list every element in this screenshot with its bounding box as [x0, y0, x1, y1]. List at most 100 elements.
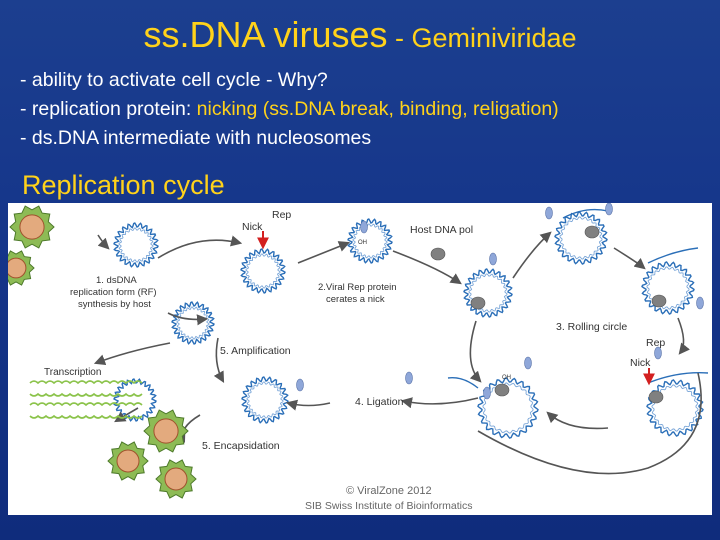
dna-circle — [641, 261, 695, 315]
dna-circle-inner — [482, 382, 534, 434]
dna-circle — [646, 379, 704, 437]
label-nick: Nick — [242, 221, 263, 233]
dna-circle-inner — [245, 253, 281, 289]
cycle-arrow — [93, 342, 171, 366]
host-dna-pol — [494, 383, 510, 397]
cycle-arrows-layer — [93, 231, 702, 475]
virus-capsid — [143, 409, 189, 453]
dna-circle-inner — [176, 306, 210, 340]
labels-layer: Rep Nick 1. dsDNA replication form (RF) … — [44, 209, 665, 512]
cycle-arrow — [400, 397, 479, 409]
cycle-arrow — [157, 235, 243, 259]
rep-protein — [605, 203, 613, 216]
bullet-list: - ability to activate cell cycle - Why? … — [20, 66, 710, 153]
rep-protein — [524, 356, 532, 370]
bullet-item: - ds.DNA intermediate with nucleosomes — [20, 124, 710, 153]
dna-circle — [347, 218, 393, 264]
dna-circle-inner — [651, 384, 699, 432]
host-dna-pol — [430, 247, 446, 261]
cycle-arrow — [213, 337, 225, 383]
label-step5: 5. Amplification — [220, 345, 291, 357]
dna-circle-inner — [118, 227, 154, 263]
cycle-arrow — [546, 411, 609, 430]
dna-circle-inner — [246, 381, 284, 419]
virus-capsid — [8, 250, 35, 286]
dna-circle — [463, 268, 513, 318]
dna-circle — [240, 248, 286, 294]
bullet-text: - ds.DNA intermediate with nucleosomes — [20, 127, 372, 149]
bullet-item: - replication protein: nicking (ss.DNA b… — [20, 95, 710, 124]
cycle-arrow — [677, 317, 690, 355]
bullet-text: - replication protein: — [20, 98, 197, 120]
ssdna-tail — [447, 377, 479, 389]
virus-capsid — [107, 441, 149, 481]
label-step2: 2.Viral Rep protein — [318, 282, 397, 293]
dna-circle — [113, 378, 157, 422]
cycle-arrow — [114, 407, 139, 423]
dna-circle — [477, 377, 539, 439]
label-step1: 1. dsDNA — [96, 275, 137, 286]
host-dna-pol — [651, 294, 667, 308]
cycle-arrow — [297, 241, 351, 264]
slide-title: ss.DNA viruses - Geminiviridae — [0, 14, 720, 56]
credit-line: © ViralZone 2012 — [346, 485, 432, 497]
label-step1: replication form (RF) — [70, 287, 157, 298]
cycle-arrow — [167, 312, 209, 326]
label-step4: 4. Ligation — [355, 396, 404, 408]
rep-protein — [483, 386, 491, 400]
dna-circle — [113, 222, 159, 268]
rep-protein — [545, 206, 553, 220]
dna-circle — [171, 301, 215, 345]
rep-protein — [489, 252, 497, 266]
rep-protein — [654, 346, 662, 360]
cycle-arrow — [469, 320, 482, 383]
section-heading: Replication cycle — [22, 170, 225, 200]
host-dna-pol — [648, 390, 664, 404]
bullet-highlight: - Why? — [266, 69, 328, 91]
title-sub: - Geminiviridae — [387, 23, 577, 53]
credit-line: SIB Swiss Institute of Bioinformatics — [305, 500, 472, 512]
label-step3: 3. Rolling circle — [556, 321, 627, 333]
dna-circle — [241, 376, 289, 424]
host-dna-pol — [584, 225, 600, 239]
cycle-arrow — [477, 372, 702, 475]
transcript — [29, 414, 143, 419]
label-transcription: Transcription — [44, 367, 101, 378]
dna-circle — [554, 211, 608, 265]
rep-protein — [296, 378, 304, 392]
transcript — [29, 380, 143, 385]
transcript — [29, 402, 143, 407]
dna-circle-inner — [646, 266, 690, 310]
bullet-highlight: nicking (ss.DNA break, binding, religati… — [196, 98, 559, 120]
rep-protein — [696, 296, 704, 310]
rep-protein — [405, 371, 413, 385]
replication-cycle-diagram: Rep Nick 1. dsDNA replication form (RF) … — [8, 203, 712, 515]
dna-circle-inner — [468, 273, 508, 313]
bullet-item: - ability to activate cell cycle - Why? — [20, 66, 710, 95]
dna-circle-inner — [352, 223, 388, 259]
virus-capsid — [155, 459, 197, 499]
label-step1: synthesis by host — [78, 299, 151, 310]
transcripts-layer — [29, 380, 143, 419]
cycle-arrow — [512, 231, 552, 279]
title-main: ss.DNA viruses — [143, 14, 388, 55]
cycle-arrow — [613, 247, 646, 270]
rep-protein — [360, 220, 368, 234]
host-dna-pol — [470, 296, 486, 310]
label-step2: cerates a nick — [326, 294, 385, 305]
bullet-text: - ability to activate cell cycle — [20, 69, 267, 91]
label-oh: OH — [358, 240, 367, 246]
ssdna-tail — [647, 247, 699, 264]
label-rep: Rep — [272, 209, 291, 221]
cycle-arrow — [392, 250, 462, 285]
label-oh: OH — [502, 375, 511, 381]
label-step5b: 5. Encapsidation — [202, 440, 280, 452]
dna-circle-inner — [559, 216, 603, 260]
proteins-layer — [296, 203, 704, 404]
cycle-arrow — [97, 234, 110, 250]
virus-capsid — [9, 205, 55, 249]
dna-circles-layer — [113, 208, 709, 439]
transcript — [29, 392, 143, 397]
capsids-layer — [8, 205, 197, 499]
label-nick: Nick — [630, 357, 651, 369]
